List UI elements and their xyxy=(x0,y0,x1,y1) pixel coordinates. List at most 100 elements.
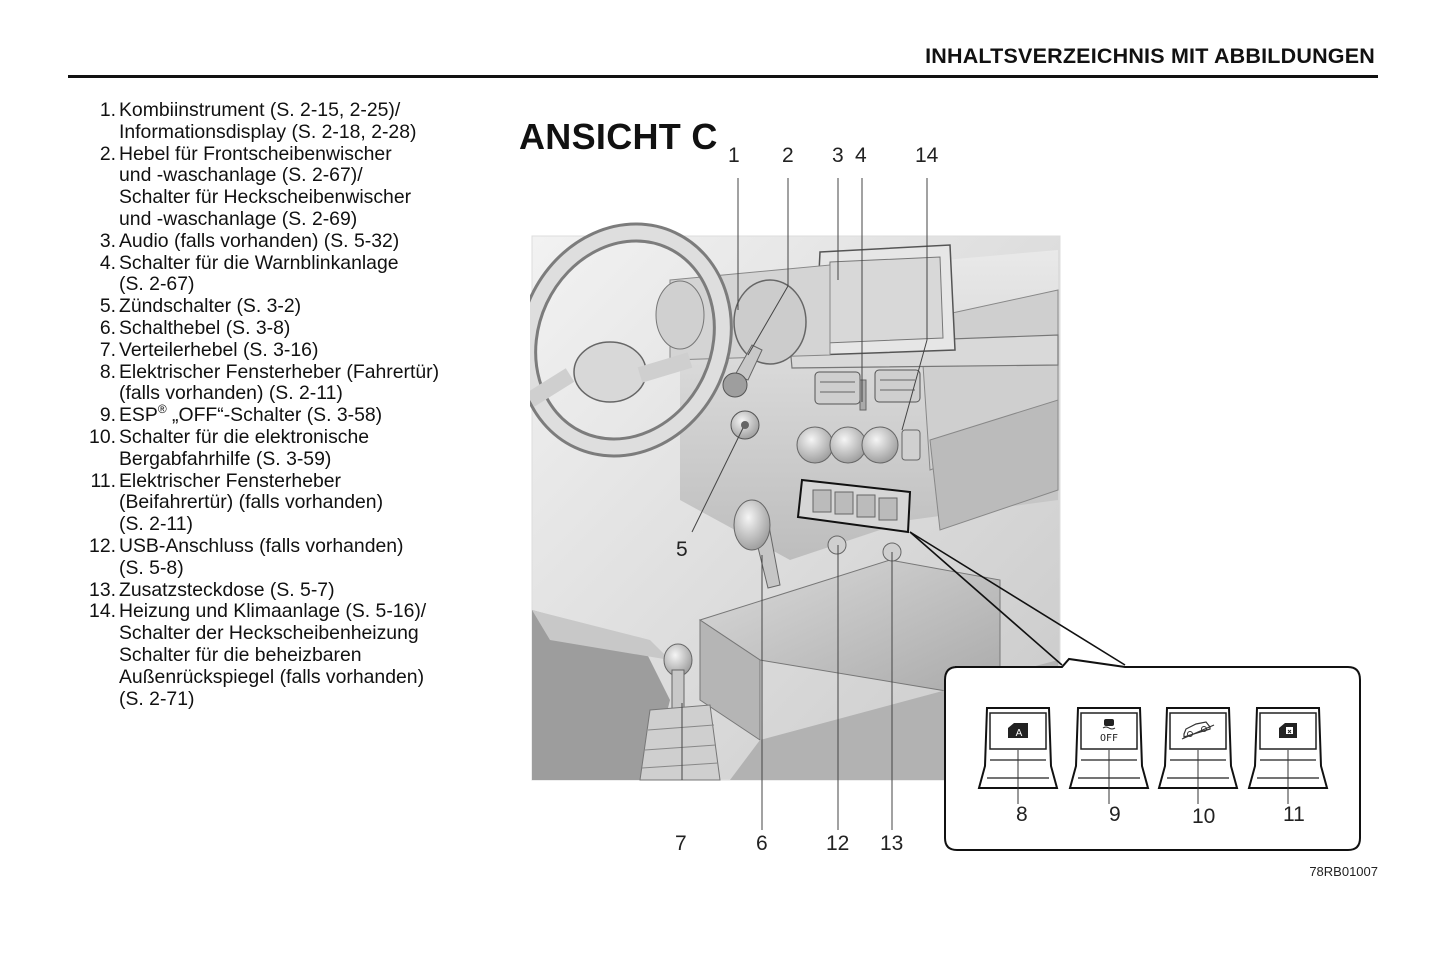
legend-line: Schalter für die beheizbaren xyxy=(119,643,362,666)
header-divider xyxy=(68,75,1378,78)
legend-text: Schalter für die Warnblinkanlage(S. 2-67… xyxy=(119,251,500,297)
instrument-cluster xyxy=(655,264,831,365)
legend-item: 5.Zündschalter (S. 3-2) xyxy=(70,295,500,318)
legend-line: (S. 2-71) xyxy=(119,687,195,710)
climate-control-knobs xyxy=(796,426,921,464)
callout-4: 4 xyxy=(855,144,867,167)
callout-1: 1 xyxy=(728,144,740,167)
audio-display xyxy=(814,244,956,356)
shift-lever xyxy=(733,499,781,589)
legend-line: Audio (falls vorhanden) (S. 5-32) xyxy=(119,229,400,252)
callout-5: 5 xyxy=(676,538,688,561)
switch-9: OFF xyxy=(1068,707,1150,804)
legend-line: Schalter für die elektronische xyxy=(119,425,370,448)
legend-text: Verteilerhebel (S. 3-16) xyxy=(119,338,500,362)
legend-line: (Beifahrertür) (falls vorhanden) xyxy=(119,491,384,514)
legend-number: 11. xyxy=(90,469,116,492)
callout-12: 12 xyxy=(826,832,850,855)
legend-line: Zündschalter (S. 3-2) xyxy=(119,295,302,318)
legend-item: 12.USB-Anschluss (falls vorhanden)(S. 5-… xyxy=(70,534,500,580)
legend-line: Zusatzsteckdose (S. 5-7) xyxy=(119,578,335,601)
legend-number: 6. xyxy=(99,316,116,339)
legend-number: 9. xyxy=(99,404,116,427)
legend-number: 10. xyxy=(89,425,116,448)
interior-scene xyxy=(531,235,1061,781)
legend-line: und -waschanlage (S. 2-67)/ xyxy=(119,164,363,187)
legend-line: Schalter für die Warnblinkanlage xyxy=(119,251,399,274)
legend-text: Audio (falls vorhanden) (S. 5-32) xyxy=(119,229,500,253)
leader-lines xyxy=(681,178,928,830)
legend-number: 1. xyxy=(99,99,116,121)
callout-7: 7 xyxy=(675,832,687,855)
legend-number: 2. xyxy=(99,142,116,165)
callout-13: 13 xyxy=(880,832,904,855)
legend-line: Elektrischer Fensterheber (Fahrertür) xyxy=(119,360,440,383)
registered-mark: ® xyxy=(157,402,167,417)
ignition-switch xyxy=(730,410,760,440)
callout-8: 8 xyxy=(1016,803,1028,826)
auto-label: A xyxy=(1016,728,1023,739)
legend-line: (S. 2-11) xyxy=(119,513,193,536)
legend-line: (S. 2-67) xyxy=(119,273,195,296)
switch-11 xyxy=(1247,707,1329,804)
legend-text: Zusatzsteckdose (S. 5-7) xyxy=(119,578,500,602)
legend-line: Bergabfahrhilfe (S. 3-59) xyxy=(119,447,332,470)
legend-line: Informationsdisplay (S. 2-18, 2-28) xyxy=(119,120,417,143)
legend-text: USB-Anschluss (falls vorhanden)(S. 5-8) xyxy=(119,534,500,580)
legend-number: 7. xyxy=(99,338,116,361)
switch-10 xyxy=(1157,707,1239,804)
hill-descent-icon xyxy=(1181,721,1215,740)
callout-3: 3 xyxy=(832,144,844,167)
legend-line: Hebel für Frontscheibenwischer xyxy=(119,142,392,165)
legend-line: Schalter der Heckscheibenheizung xyxy=(119,622,419,645)
legend-number: 12. xyxy=(89,534,116,557)
legend-item: 4.Schalter für die Warnblinkanlage(S. 2-… xyxy=(70,251,500,297)
legend-line: Verteilerhebel (S. 3-16) xyxy=(119,338,319,361)
steering-wheel xyxy=(517,222,733,458)
legend-line: (falls vorhanden) (S. 2-11) xyxy=(119,382,343,405)
window-auto-icon: A xyxy=(1008,723,1028,739)
switch-8: A xyxy=(977,707,1059,804)
legend-text: Elektrischer Fensterheber(Beifahrertür) … xyxy=(119,469,500,536)
legend-item: 11.Elektrischer Fensterheber(Beifahrertü… xyxy=(70,469,500,536)
transfer-lever xyxy=(639,643,721,781)
switch-panel xyxy=(796,478,912,562)
window-lock-icon xyxy=(1279,723,1297,738)
legend-number: 13. xyxy=(89,578,116,601)
callout-6: 6 xyxy=(756,832,768,855)
legend-item: 1.Kombiinstrument (S. 2-15, 2-25)/Inform… xyxy=(70,99,500,144)
legend-item: 14.Heizung und Klimaanlage (S. 5-16)/Sch… xyxy=(70,600,500,710)
legend-item: 3.Audio (falls vorhanden) (S. 5-32) xyxy=(70,229,500,253)
legend-item: 7.Verteilerhebel (S. 3-16) xyxy=(70,338,500,362)
air-vents xyxy=(814,369,921,411)
legend-line: ESP® „OFF“-Schalter (S. 3-58) xyxy=(119,402,500,427)
figure-code: 78RB01007 xyxy=(1309,864,1378,879)
legend-number: 4. xyxy=(99,251,116,274)
legend-item: 6.Schalthebel (S. 3-8) xyxy=(70,316,500,340)
legend-line: Kombiinstrument (S. 2-15, 2-25)/ xyxy=(119,99,401,121)
legend-item: 9.ESP® „OFF“-Schalter (S. 3-58) xyxy=(70,402,500,427)
legend-line: und -waschanlage (S. 2-69) xyxy=(119,207,358,230)
legend-text: Schalthebel (S. 3-8) xyxy=(119,317,500,340)
legend-number: 14. xyxy=(89,600,116,623)
legend-number: 8. xyxy=(99,360,116,383)
esp-label: ESP xyxy=(119,404,158,427)
legend-number: 3. xyxy=(99,229,116,252)
wiper-lever xyxy=(722,344,763,398)
view-title: ANSICHT C xyxy=(519,116,718,157)
legend-text: ESP® „OFF“-Schalter (S. 3-58) xyxy=(119,402,500,427)
callout-14: 14 xyxy=(915,144,939,167)
legend-line: Außenrückspiegel (falls vorhanden) xyxy=(119,665,425,688)
off-label: OFF xyxy=(1100,733,1118,744)
callout-2: 2 xyxy=(782,144,794,167)
legend-number: 5. xyxy=(99,295,116,318)
legend-line: Elektrischer Fensterheber xyxy=(119,469,342,492)
legend-line: USB-Anschluss (falls vorhanden) xyxy=(119,534,404,557)
switch-inset xyxy=(944,657,1361,851)
inset-pointer xyxy=(909,531,1126,666)
